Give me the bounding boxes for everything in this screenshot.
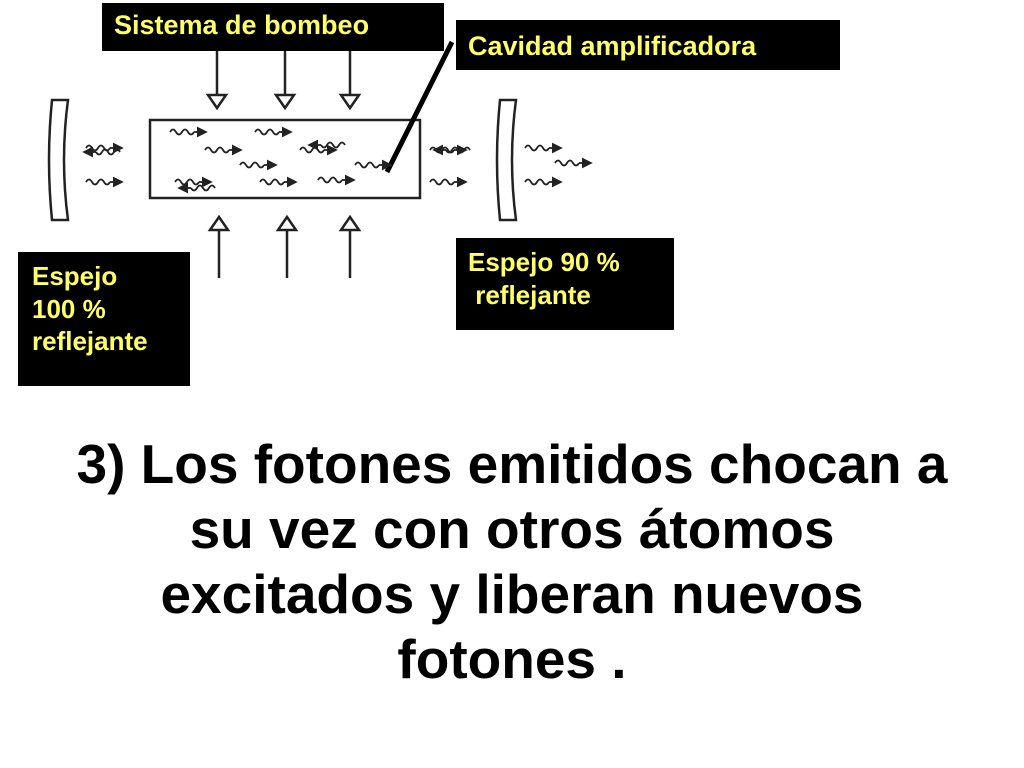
caption-line-1: 3) Los fotones emitidos chocan a <box>76 433 948 495</box>
photon-wave <box>259 178 285 186</box>
photon-wave <box>204 146 230 154</box>
photon-wave <box>254 128 280 136</box>
right-mirror-90 <box>495 98 518 222</box>
photon-group <box>82 126 593 194</box>
mirror-90-line-1: Espejo 90 % <box>468 247 620 277</box>
photon-wave <box>354 161 380 169</box>
mirror-100-line-1: Espejo <box>32 261 118 291</box>
pump-arrows-bottom <box>207 214 362 278</box>
photon-wave <box>174 178 200 186</box>
photon-wave <box>239 161 265 169</box>
photon-wave <box>445 146 471 154</box>
label-amplifying-cavity: Cavidad amplificadora <box>456 20 840 70</box>
label-pumping-system: Sistema de bombeo <box>102 3 444 51</box>
caption-line-2: su vez con otros átomos <box>189 498 835 560</box>
photon-wave <box>85 178 111 186</box>
photon-wave <box>190 184 216 192</box>
mirror-90-line-2: reflejante <box>468 279 591 310</box>
caption-line-4: fotones . <box>397 628 627 690</box>
cavity-pointer-line <box>384 40 455 174</box>
caption-line-3: excitados y liberan nuevos <box>160 563 864 625</box>
mirror-100-line-3: reflejante <box>32 326 148 356</box>
photon-wave <box>299 146 325 154</box>
amplifying-cavity-rect <box>148 118 422 200</box>
label-mirror-100: Espejo 100 % reflejante <box>18 252 190 386</box>
photon-wave <box>320 141 346 149</box>
laser-cavity-diagram <box>47 40 593 278</box>
photon-wave <box>169 128 195 136</box>
pump-arrows-top <box>205 48 362 111</box>
slide-caption: 3) Los fotones emitidos chocan a su vez … <box>0 432 1024 692</box>
photon-wave <box>554 159 580 167</box>
mirror-100-line-2: 100 % <box>32 293 106 324</box>
photon-wave <box>429 178 455 186</box>
left-mirror-100 <box>47 98 70 222</box>
photon-wave <box>317 176 343 184</box>
label-mirror-90: Espejo 90 % reflejante <box>456 238 674 330</box>
photon-wave <box>524 178 550 186</box>
photon-wave <box>95 148 121 156</box>
photon-wave <box>524 144 550 152</box>
